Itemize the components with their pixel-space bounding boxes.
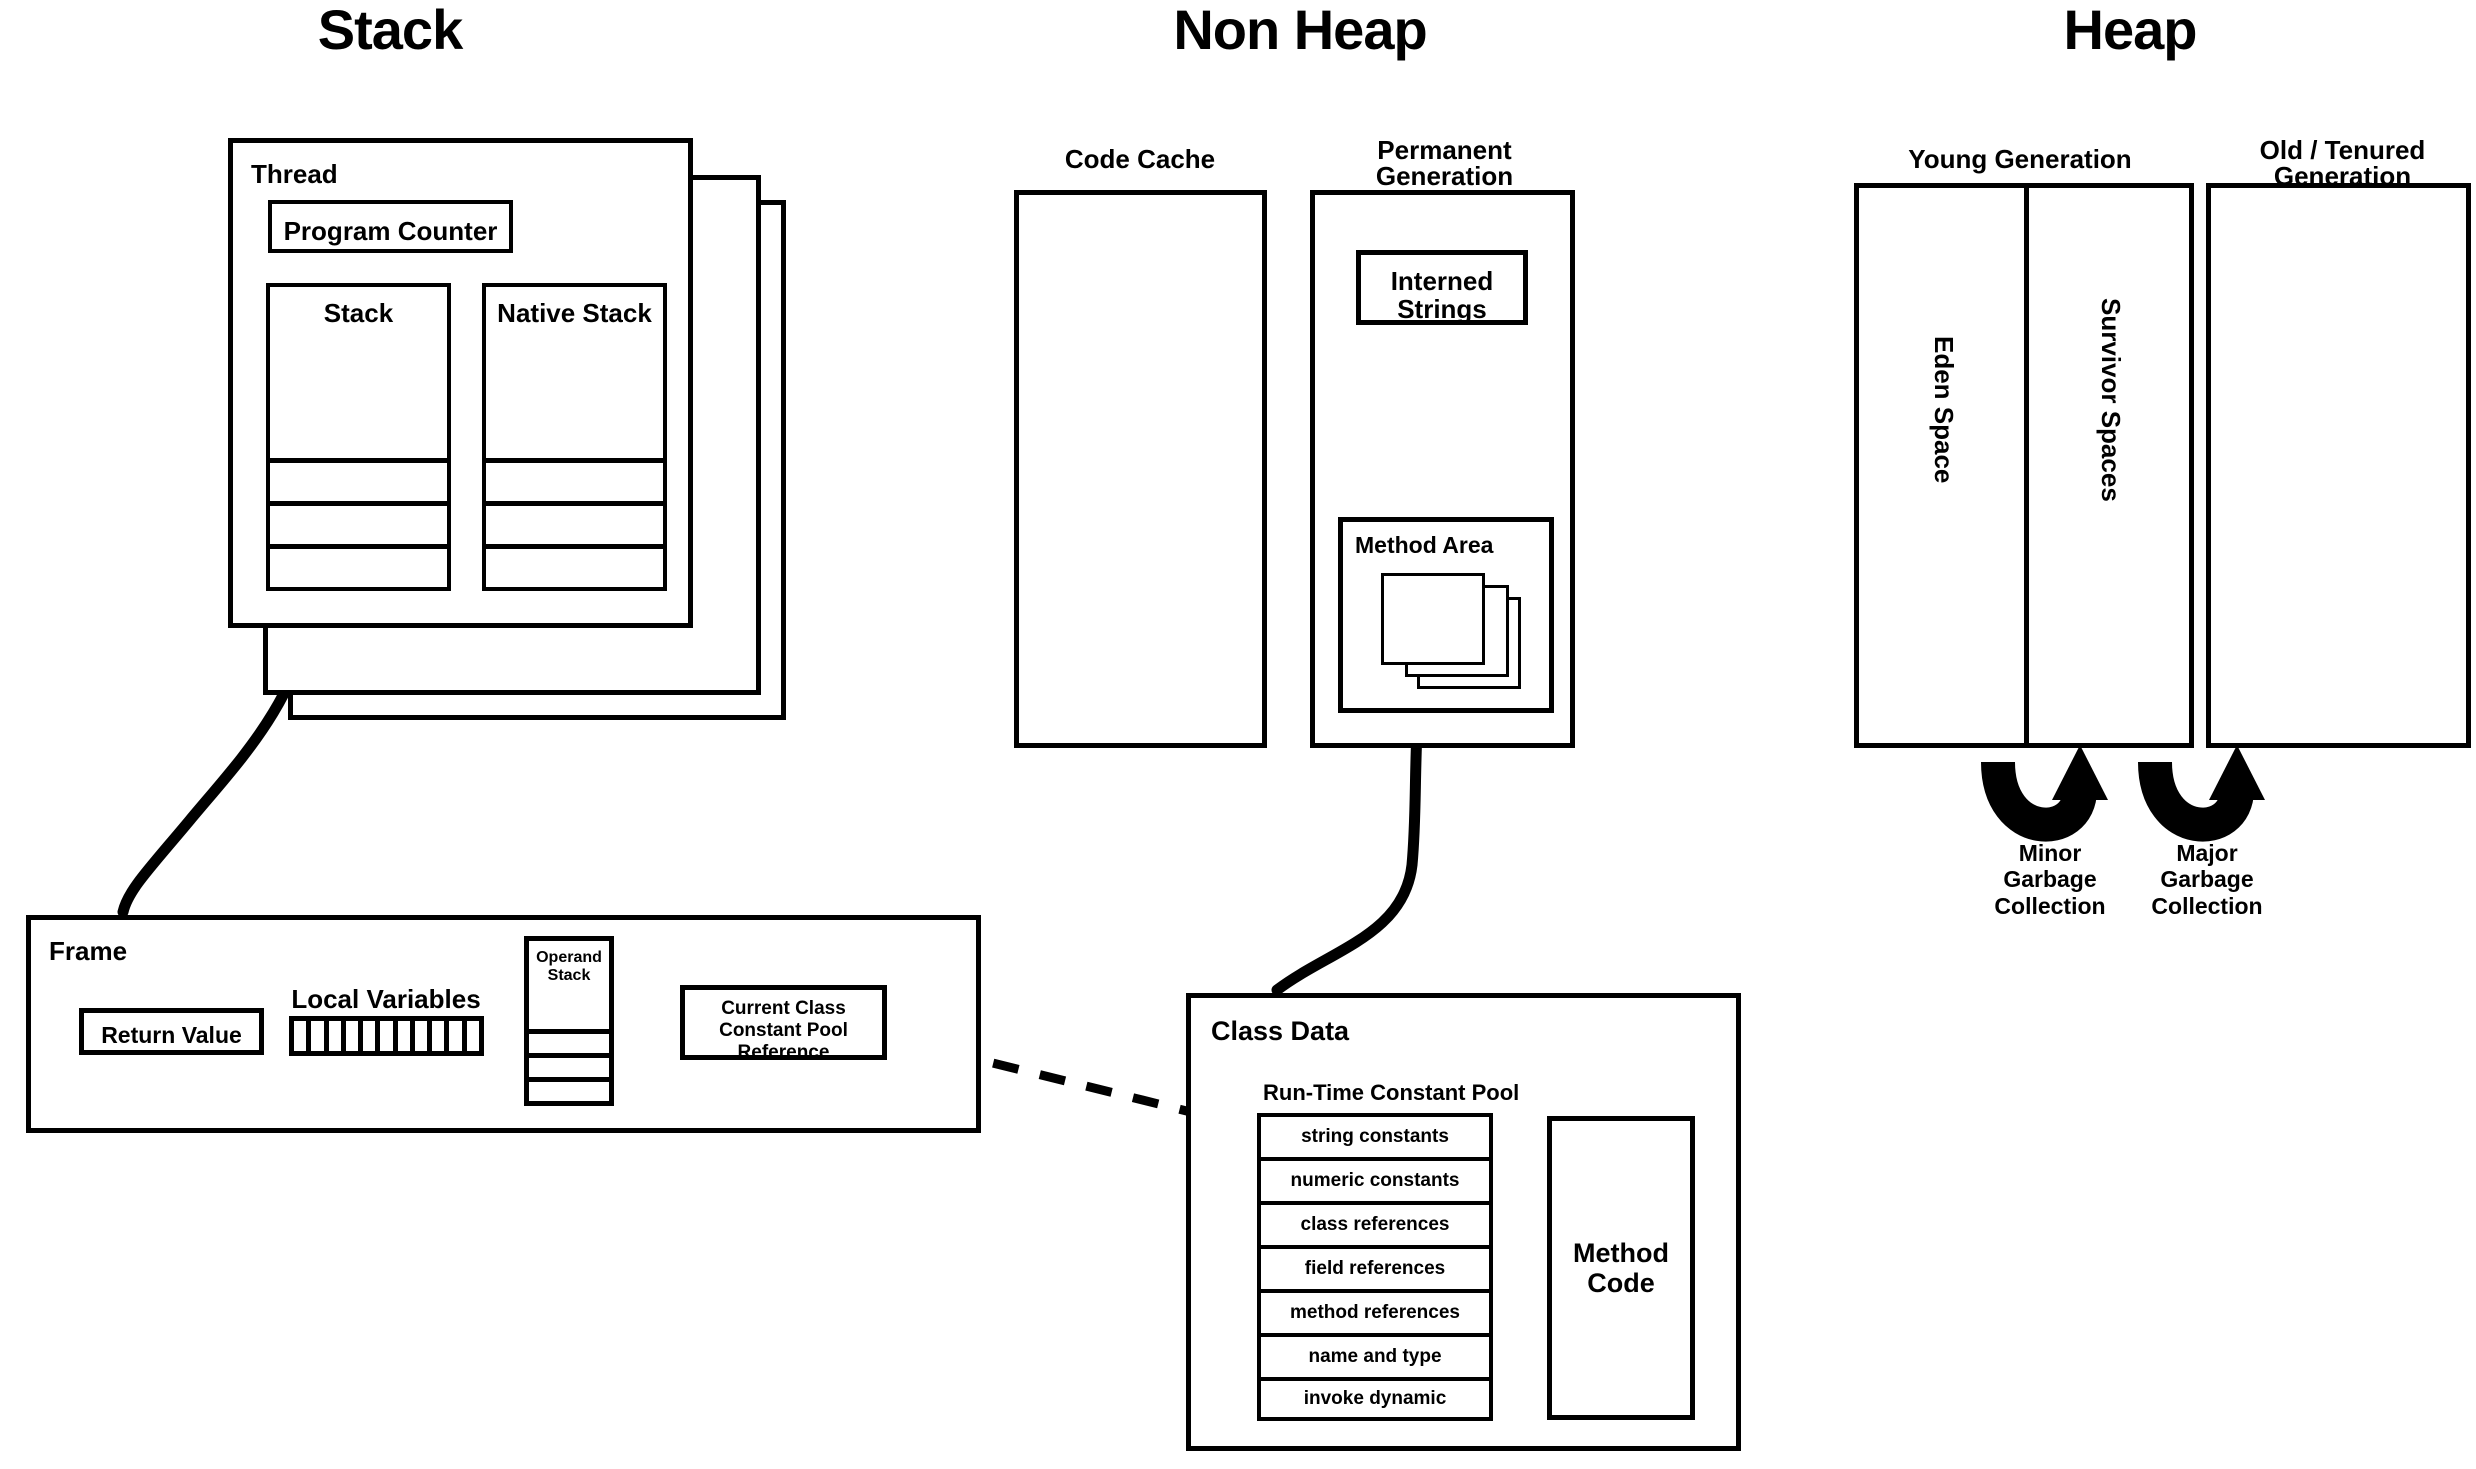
native-stack-slot[interactable] — [486, 458, 663, 501]
operand-stack-slot[interactable] — [529, 1077, 609, 1101]
local-variables-strip[interactable] — [289, 1016, 484, 1056]
native-stack-slot[interactable] — [486, 501, 663, 544]
young-generation-label: Young Generation — [1908, 144, 2132, 174]
permanent-generation-label-line1: Permanent — [1377, 135, 1512, 165]
old-generation-label-line1: Old / Tenured — [2259, 135, 2426, 165]
constant-pool-row[interactable]: name and type — [1257, 1333, 1493, 1377]
young-generation-box[interactable]: Eden Space Survivor Spaces — [1854, 183, 2194, 748]
ccpr-line3: Reference — [737, 1042, 830, 1063]
local-variable-cell[interactable] — [329, 1021, 346, 1051]
stack-slot[interactable] — [270, 501, 447, 544]
constant-pool-row[interactable]: string constants — [1257, 1113, 1493, 1157]
minor-gc-line3: Collection — [1994, 892, 2106, 919]
method-code-line2: Code — [1587, 1268, 1655, 1298]
native-stack-column-label: Native Stack — [497, 298, 652, 328]
local-variable-cell[interactable] — [467, 1021, 479, 1051]
section-title-heap: Heap — [2063, 0, 2198, 61]
local-variable-cell[interactable] — [449, 1021, 467, 1051]
run-time-constant-pool-list: string constants numeric constants class… — [1257, 1113, 1493, 1421]
survivor-spaces-label: Survivor Spaces — [2096, 298, 2126, 502]
eden-space-cell[interactable]: Eden Space — [1859, 188, 2029, 743]
interned-strings-box[interactable]: Interned Strings — [1356, 250, 1528, 325]
frame-box[interactable]: Frame Return Value Local Variables — [26, 915, 981, 1133]
local-variable-cell[interactable] — [311, 1021, 329, 1051]
stack-column-label: Stack — [323, 298, 394, 328]
permanent-generation-box[interactable]: Interned Strings Method Area — [1310, 190, 1575, 748]
operand-stack-slot-list — [529, 1029, 609, 1101]
local-variable-cell[interactable] — [432, 1021, 450, 1051]
class-card-front[interactable] — [1381, 573, 1485, 665]
interned-strings-line1: Interned — [1390, 266, 1494, 296]
frame-label: Frame — [49, 936, 128, 966]
thread-label: Thread — [251, 159, 338, 189]
local-variable-cell[interactable] — [398, 1021, 415, 1051]
method-code-box[interactable]: Method Code — [1547, 1116, 1695, 1420]
run-time-constant-pool-label: Run-Time Constant Pool — [1263, 1080, 1520, 1105]
minor-gc-caption: Minor Garbage Collection — [1955, 840, 2145, 919]
major-gc-line3: Collection — [2151, 892, 2263, 919]
native-stack-column-box[interactable]: Native Stack — [482, 283, 667, 591]
permanent-generation-label-line2: Generation — [1375, 161, 1514, 191]
local-variables-label: Local Variables — [291, 984, 481, 1014]
current-class-constant-pool-reference-box[interactable]: Current Class Constant Pool Reference — [680, 985, 887, 1063]
code-cache-box[interactable] — [1014, 190, 1267, 748]
return-value-box[interactable]: Return Value — [79, 1008, 264, 1055]
local-variable-cell[interactable] — [294, 1021, 312, 1051]
operand-stack-label-line1: Operand — [536, 949, 602, 966]
operand-stack-box[interactable]: Operand Stack — [524, 936, 614, 1106]
section-title-non-heap: Non Heap — [1173, 0, 1427, 61]
section-title-stack: Stack — [317, 0, 463, 61]
ccpr-line1: Current Class — [721, 998, 846, 1019]
minor-gc-line1: Minor — [2018, 840, 2082, 866]
constant-pool-row[interactable]: field references — [1257, 1245, 1493, 1289]
minor-gc-arrow — [1981, 745, 2108, 842]
constant-pool-row[interactable]: numeric constants — [1257, 1157, 1493, 1201]
return-value-label: Return Value — [101, 1022, 242, 1048]
old-generation-box[interactable] — [2206, 183, 2471, 748]
major-gc-caption: Major Garbage Collection — [2112, 840, 2302, 919]
major-gc-line1: Major — [2176, 840, 2238, 866]
local-variable-cell[interactable] — [415, 1021, 433, 1051]
constant-pool-row[interactable]: method references — [1257, 1289, 1493, 1333]
thread-box[interactable]: Thread Program Counter Stack Native Stac… — [228, 138, 693, 628]
survivor-spaces-cell[interactable]: Survivor Spaces — [2029, 188, 2189, 743]
local-variable-cell[interactable] — [363, 1021, 381, 1051]
native-stack-slot[interactable] — [486, 544, 663, 587]
method-area-box[interactable]: Method Area — [1338, 517, 1554, 713]
local-variable-cell[interactable] — [346, 1021, 364, 1051]
stack-column-box[interactable]: Stack — [266, 283, 451, 591]
class-data-box[interactable]: Class Data Run-Time Constant Pool string… — [1186, 993, 1741, 1451]
code-cache-label: Code Cache — [1064, 144, 1216, 174]
program-counter-box[interactable]: Program Counter — [268, 200, 513, 253]
operand-stack-label-line2: Stack — [547, 967, 591, 984]
local-variable-cell[interactable] — [380, 1021, 398, 1051]
class-data-label: Class Data — [1211, 1016, 1350, 1046]
major-gc-line2: Garbage — [2160, 866, 2254, 893]
stack-slot-list — [270, 458, 447, 587]
method-area-label: Method Area — [1355, 532, 1494, 558]
eden-space-label: Eden Space — [1929, 336, 1959, 484]
ccpr-line2: Constant Pool — [719, 1020, 848, 1041]
interned-strings-line2: Strings — [1397, 294, 1487, 324]
native-stack-slot-list — [486, 458, 663, 587]
operand-stack-slot[interactable] — [529, 1053, 609, 1077]
operand-stack-slot[interactable] — [529, 1029, 609, 1053]
stack-slot[interactable] — [270, 544, 447, 587]
method-code-line1: Method — [1573, 1238, 1669, 1268]
minor-gc-line2: Garbage — [2003, 866, 2097, 893]
constant-pool-row[interactable]: class references — [1257, 1201, 1493, 1245]
program-counter-label: Program Counter — [283, 216, 498, 246]
major-gc-arrow — [2138, 745, 2265, 842]
stack-slot[interactable] — [270, 458, 447, 501]
constant-pool-row[interactable]: invoke dynamic — [1257, 1377, 1493, 1421]
